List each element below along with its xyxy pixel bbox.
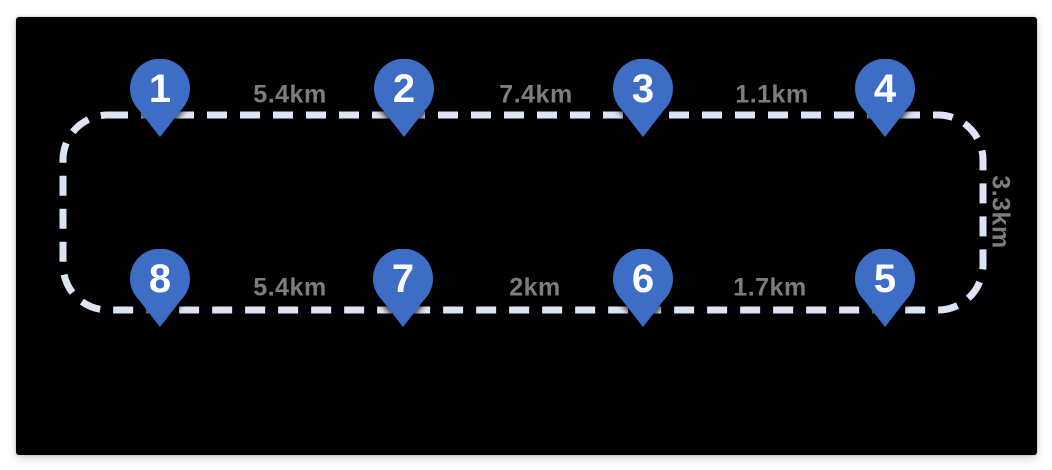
distance-label-6-5: 1.7km [733, 273, 807, 302]
map-pin-icon [613, 59, 673, 137]
distance-label-2-3: 7.4km [499, 80, 573, 109]
distance-label-7-6: 2km [509, 273, 561, 302]
distance-label-8-7: 5.4km [253, 273, 327, 302]
pin-number: 5 [873, 257, 897, 301]
map-pin-icon [613, 249, 673, 327]
route-path [59, 111, 987, 314]
pin-2: 2 [374, 59, 434, 137]
route-map-panel: 5.4km 7.4km 1.1km 3.3km 5.4km 2km 1.7km … [16, 17, 1037, 455]
map-pin-icon [855, 59, 915, 137]
pin-7: 7 [373, 249, 433, 327]
pin-number: 3 [631, 67, 655, 111]
map-pin-icon [130, 59, 190, 137]
pin-number: 4 [873, 67, 897, 111]
pin-5: 5 [855, 249, 915, 327]
distance-label-3-4: 1.1km [735, 80, 809, 109]
map-pin-icon [374, 59, 434, 137]
pin-number: 7 [391, 257, 415, 301]
pin-number: 2 [392, 67, 416, 111]
pin-8: 8 [130, 249, 190, 327]
map-pin-icon [855, 249, 915, 327]
map-pin-icon [373, 249, 433, 327]
pin-4: 4 [855, 59, 915, 137]
map-pin-icon [130, 249, 190, 327]
distance-label-4-5: 3.3km [986, 175, 1015, 249]
distance-label-1-2: 5.4km [253, 80, 327, 109]
pin-number: 1 [148, 67, 172, 111]
pin-number: 8 [148, 257, 172, 301]
pin-1: 1 [130, 59, 190, 137]
pin-3: 3 [613, 59, 673, 137]
pin-number: 6 [631, 257, 655, 301]
pin-6: 6 [613, 249, 673, 327]
route-loop-rect [59, 111, 987, 314]
